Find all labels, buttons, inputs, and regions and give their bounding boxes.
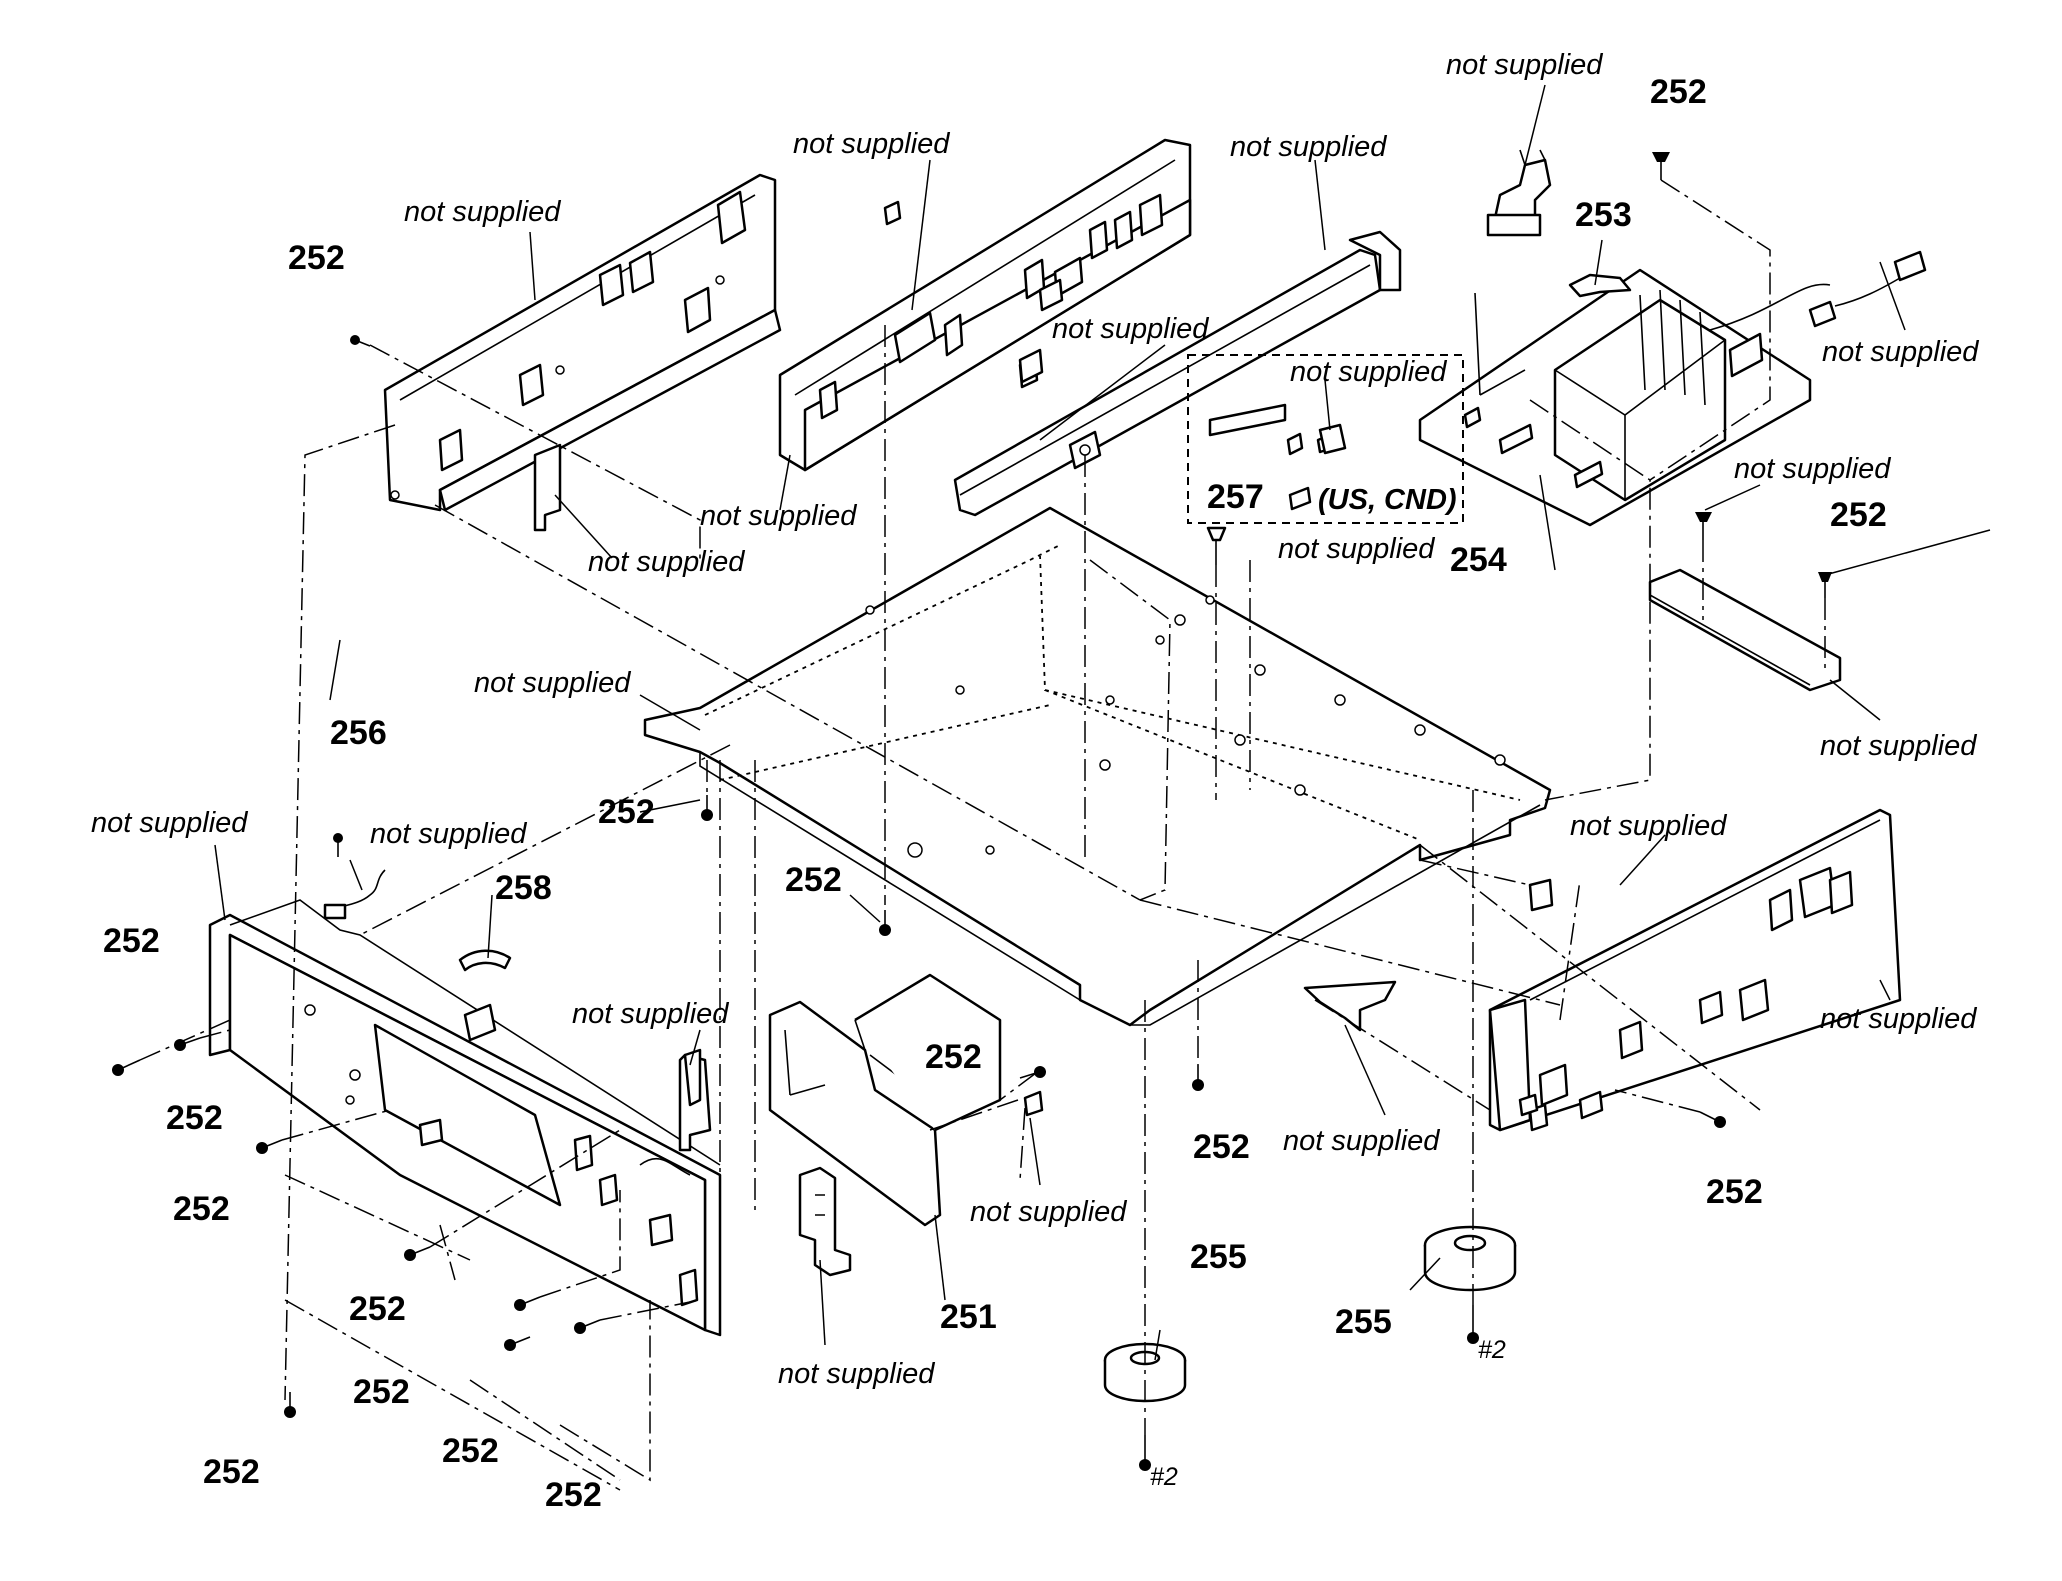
flat-cable-253 xyxy=(1568,273,1632,298)
part-253: 253 xyxy=(1575,196,1632,234)
part-252-right-side: 252 xyxy=(1706,1173,1763,1211)
label-not-supplied-rear-left-bottom: not supplied xyxy=(588,546,745,578)
label-not-supplied-screw-post: not supplied xyxy=(1278,533,1435,565)
label-not-supplied-plate: not supplied xyxy=(474,667,631,699)
part-254: 254 xyxy=(1450,541,1507,579)
right-connector-cable xyxy=(1709,250,1927,331)
part-257: 257 xyxy=(1207,478,1264,516)
part-252-front-mid-1: 252 xyxy=(349,1290,406,1328)
bottom-plate xyxy=(643,506,1552,1027)
label-not-supplied-ribbon: not supplied xyxy=(1446,49,1603,81)
parts-in-region-box xyxy=(1208,403,1347,511)
label-not-supplied-cross-rail: not supplied xyxy=(1230,131,1387,163)
label-not-supplied-rear-center-top: not supplied xyxy=(793,128,950,160)
part-252-front-mid-2: 252 xyxy=(353,1373,410,1411)
power-supply-board xyxy=(1418,268,1812,527)
region-outline-box xyxy=(1187,354,1464,524)
label-not-supplied-wire-clip: not supplied xyxy=(370,818,527,850)
label-region-us-cnd: (US, CND) xyxy=(1318,484,1457,516)
part-252-plate-center: 252 xyxy=(785,861,842,899)
label-not-supplied-right-side-bracket: not supplied xyxy=(1820,1003,1977,1035)
corner-bracket xyxy=(1303,980,1397,1032)
plate-holes xyxy=(865,595,1506,858)
small-front-bracket xyxy=(683,1048,702,1107)
label-not-supplied-bracket-251: not supplied xyxy=(778,1358,935,1390)
part-255-right: 255 xyxy=(1335,1303,1392,1341)
ribbon-cable xyxy=(1486,149,1552,237)
label-not-supplied-right-side-clip: not supplied xyxy=(1570,810,1727,842)
part-252-small-bracket: 252 xyxy=(1830,496,1887,534)
label-not-supplied-connector-right: not supplied xyxy=(1822,336,1979,368)
label-not-supplied-board-clip: not supplied xyxy=(970,1196,1127,1228)
part-252-board: 252 xyxy=(925,1038,982,1076)
part-252-top-right: 252 xyxy=(1650,73,1707,111)
rear-center-bracket xyxy=(778,138,1192,472)
label-not-supplied-rear-left: not supplied xyxy=(404,196,561,228)
part-252-front-bottom-right: 252 xyxy=(545,1476,602,1514)
front-chassis xyxy=(208,899,722,1337)
part-258: 258 xyxy=(495,869,552,907)
part-252-front-left-2: 252 xyxy=(166,1099,223,1137)
part-252-front-left-1: 252 xyxy=(103,922,160,960)
label-not-supplied-corner-bracket: not supplied xyxy=(1283,1125,1440,1157)
label-not-supplied-small-bracket-bottom: not supplied xyxy=(1820,730,1977,762)
connector-258 xyxy=(458,949,512,972)
part-255-center: 255 xyxy=(1190,1238,1247,1276)
label-not-supplied-cross-rail-clip: not supplied xyxy=(1052,313,1209,345)
part-251: 251 xyxy=(940,1298,997,1336)
rear-left-bracket xyxy=(383,173,782,532)
assembly-lines xyxy=(139,179,1826,1491)
part-252-front-mid-3: 252 xyxy=(442,1432,499,1470)
part-252-rear-left: 252 xyxy=(288,239,345,277)
label-not-supplied-front-bracket: not supplied xyxy=(572,998,729,1030)
label-not-supplied-region-box: not supplied xyxy=(1290,356,1447,388)
label-not-supplied-front-left: not supplied xyxy=(91,807,248,839)
part-252-front-bottom-left: 252 xyxy=(203,1453,260,1491)
small-right-bracket xyxy=(1648,568,1842,692)
foot-255-right xyxy=(1423,1225,1517,1292)
wire-clip xyxy=(323,869,386,920)
label-screw-size-center: #2 xyxy=(1150,1463,1178,1491)
label-not-supplied-rear-center-bottom: not supplied xyxy=(700,500,857,532)
screws xyxy=(112,152,1832,1471)
label-not-supplied-small-bracket-top: not supplied xyxy=(1734,453,1891,485)
right-side-bracket xyxy=(1488,808,1902,1132)
label-screw-size-right: #2 xyxy=(1478,1336,1506,1364)
part-256: 256 xyxy=(330,714,387,752)
bracket-under-251 xyxy=(798,1166,852,1277)
part-252-front-left-3: 252 xyxy=(173,1190,230,1228)
leader-lines xyxy=(214,84,1991,1361)
part-252-plate-bottom: 252 xyxy=(1193,1128,1250,1166)
part-252-plate-left: 252 xyxy=(598,793,655,831)
circuit-board-251 xyxy=(768,973,1002,1227)
